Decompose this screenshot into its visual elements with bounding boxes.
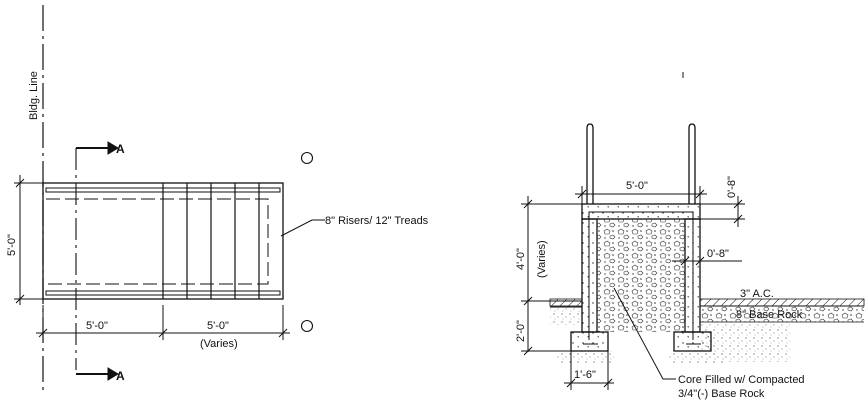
run-dim-note: (Varies)	[200, 338, 238, 350]
run-dim-left: 5'-0"	[86, 320, 108, 332]
core-note-line-2: 3/4"(-) Base Rock	[678, 388, 765, 400]
section-wall-thickness: 0'-8"	[707, 248, 729, 260]
paving-right-hatch	[699, 298, 865, 307]
section-mark-bottom: A	[116, 369, 125, 383]
paving-label: 3" A.C.	[740, 288, 774, 300]
section-mark-top: A	[116, 142, 125, 156]
plan-width-dim: 5'-0"	[6, 234, 18, 256]
section-footing-width: 1'-6"	[574, 369, 596, 381]
soil-left	[550, 307, 582, 325]
run-dimension	[36, 305, 290, 340]
paving-left-hatch	[549, 298, 583, 307]
top-width-dimension	[575, 186, 707, 204]
core-leader	[613, 287, 676, 380]
wall-thickness-dimension	[672, 254, 742, 268]
building-line-label: Bldg. Line	[28, 71, 40, 120]
riser-note: 8" Risers/ 12" Treads	[325, 215, 429, 227]
section-cap-thickness: 0'-8"	[726, 176, 738, 198]
soil-under-right	[668, 351, 728, 363]
hidden-outline	[46, 198, 269, 285]
section-view: 5'-0" 0'-8" 0'-8" 4'-	[515, 72, 865, 400]
section-top-width: 5'-0"	[626, 180, 648, 192]
rebar	[583, 211, 701, 345]
section-footing-depth: 2'-0"	[515, 320, 527, 342]
core-note-line-1: Core Filled w/ Compacted	[678, 374, 805, 386]
height-dimension	[521, 196, 582, 356]
section-height-note: (Varies)	[536, 240, 548, 278]
run-dim-right: 5'-0"	[207, 320, 229, 332]
core-fill	[597, 219, 685, 332]
handrail-posts	[586, 123, 696, 204]
riser-leader	[280, 219, 325, 237]
cap-thickness-dimension	[700, 196, 745, 227]
base-rock-label: 8" Base Rock	[736, 309, 803, 321]
section-cut-a	[75, 141, 119, 381]
reference-circle-top	[300, 151, 314, 165]
soil-under-left	[556, 351, 614, 363]
width-dimension	[14, 175, 43, 305]
reference-circle-bottom	[300, 319, 314, 333]
section-height: 4'-0"	[515, 248, 527, 270]
tread-lines	[162, 183, 260, 299]
footing-width-dimension	[564, 351, 614, 390]
plan-view: Bldg. Line A A	[6, 5, 429, 395]
base-rock-right	[700, 306, 864, 322]
